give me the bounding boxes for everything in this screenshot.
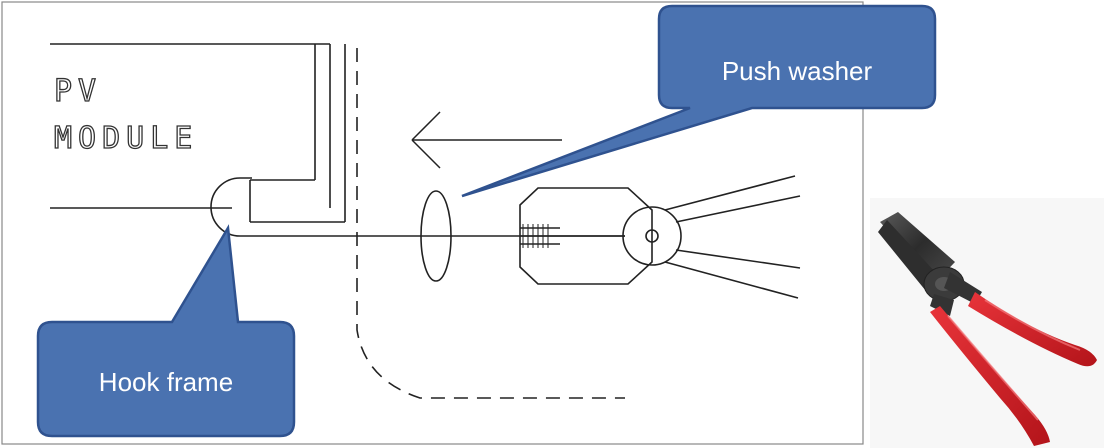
push-washer-callout: Push washer [461,4,937,198]
frame-profile [249,44,346,223]
module-label-pv: PV [54,74,102,109]
plier-teeth [522,224,549,248]
module-label-module: MODULE [54,121,198,156]
hook-frame [210,177,330,237]
pliers-icon [878,212,1097,446]
pv-module [50,43,331,209]
push-washer-label: Push washer [722,56,873,86]
arrow-left-icon [411,111,562,169]
hook-frame-callout: Hook frame [36,224,296,438]
plier-drawing [519,175,801,299]
dashed-boundary [356,48,625,399]
push-washer [420,190,452,282]
hook-frame-label: Hook frame [99,367,233,397]
pliers-photo [870,198,1104,448]
